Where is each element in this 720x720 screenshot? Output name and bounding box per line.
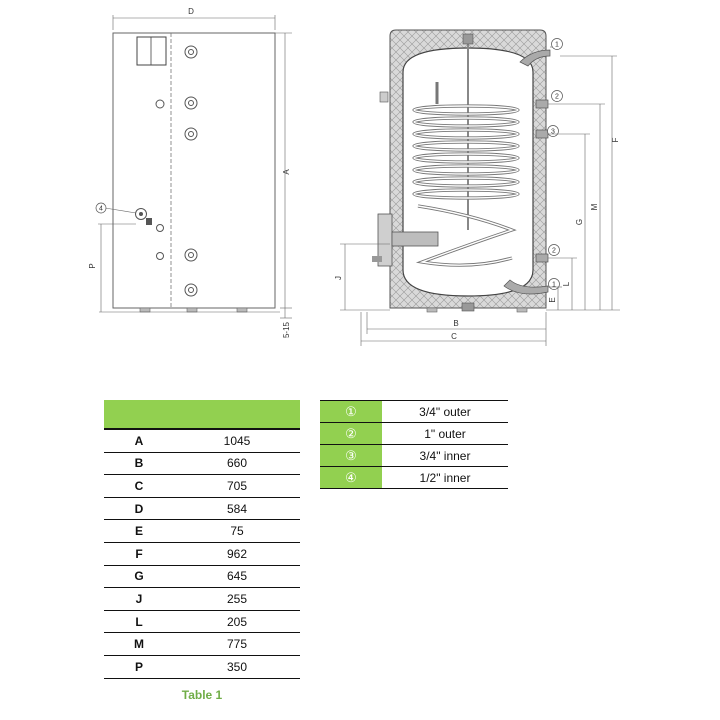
dimension-key: M <box>104 632 174 656</box>
callout-4-front <box>95 202 107 214</box>
connection-size: 3/4" inner <box>382 444 508 467</box>
dimension-key: D <box>104 497 174 521</box>
front-view: D 4 <box>88 7 292 338</box>
svg-text:4: 4 <box>99 206 103 213</box>
label-A: A <box>282 169 291 175</box>
dimension-key: G <box>104 565 174 589</box>
label-G: G <box>575 219 584 225</box>
header-cell-value <box>174 400 300 430</box>
dimension-key: C <box>104 474 174 498</box>
section-view: 1 2 3 2 1 F M G L E <box>334 29 620 346</box>
table-caption: Table 1 <box>181 688 223 702</box>
label-J: J <box>334 276 343 280</box>
label-F: F <box>611 137 620 142</box>
connection-symbol: ③ <box>320 444 382 467</box>
label-L: L <box>562 281 571 286</box>
dimension-value: 660 <box>174 452 300 476</box>
inspection-flange <box>372 213 439 267</box>
front-nozzles <box>155 45 198 297</box>
connection-size: 1/2" inner <box>382 466 508 489</box>
dimension-key: L <box>104 610 174 634</box>
dimension-value: 75 <box>174 519 300 543</box>
svg-text:2: 2 <box>555 94 559 101</box>
dimension-table-header <box>104 400 300 430</box>
dimension-value: 255 <box>174 587 300 611</box>
label-D: D <box>188 7 194 16</box>
label-E: E <box>548 297 557 302</box>
connection-size: 3/4" outer <box>382 400 508 423</box>
label-gap: 5-15 <box>282 321 291 338</box>
dimension-value: 962 <box>174 542 300 566</box>
dimension-key: P <box>104 655 174 679</box>
connection-symbol: ② <box>320 422 382 445</box>
svg-text:3: 3 <box>551 129 555 136</box>
front-panel <box>136 36 167 66</box>
thermostat-fitting <box>104 207 152 225</box>
front-body <box>112 32 276 309</box>
connection-size: 1" outer <box>382 422 508 445</box>
header-cell-key <box>104 400 174 430</box>
dimension-value: 705 <box>174 474 300 498</box>
section-feet <box>426 307 528 313</box>
dimension-key: B <box>104 452 174 476</box>
svg-text:1: 1 <box>552 282 556 289</box>
dimension-value: 775 <box>174 632 300 656</box>
dimension-value: 1045 <box>174 429 300 453</box>
dimension-key: E <box>104 519 174 543</box>
label-C: C <box>451 332 457 341</box>
dimension-value: 584 <box>174 497 300 521</box>
svg-text:2: 2 <box>552 248 556 255</box>
section-callouts: 1 2 3 2 1 <box>547 38 563 290</box>
dimension-key: F <box>104 542 174 566</box>
connection-symbol: ④ <box>320 466 382 489</box>
label-B: B <box>453 319 458 328</box>
side-connections <box>503 49 551 295</box>
label-M: M <box>590 203 599 210</box>
label-P: P <box>88 263 97 268</box>
dimension-value: 350 <box>174 655 300 679</box>
dimension-key: J <box>104 587 174 611</box>
dimension-value: 645 <box>174 565 300 589</box>
dimension-value: 205 <box>174 610 300 634</box>
svg-text:1: 1 <box>555 42 559 49</box>
dimension-key: A <box>104 429 174 453</box>
front-feet <box>139 307 248 313</box>
connection-symbol: ① <box>320 400 382 423</box>
technical-drawing: D 4 <box>88 7 620 346</box>
